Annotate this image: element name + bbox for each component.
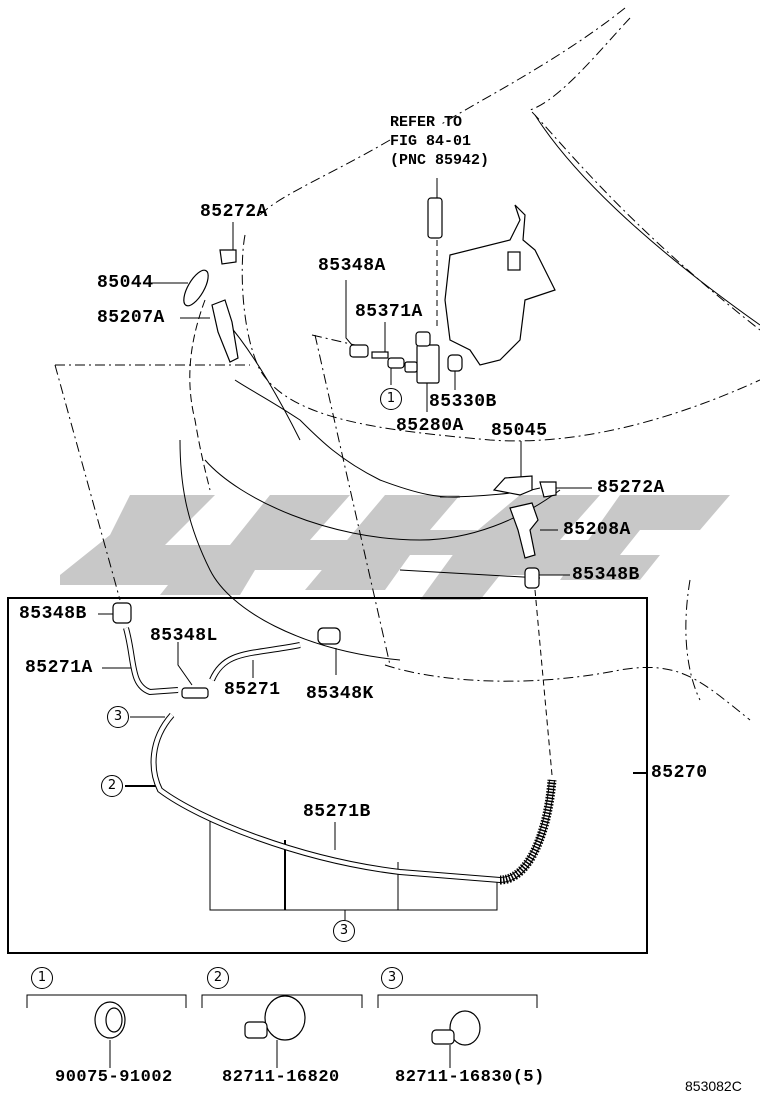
callout-85348L[interactable]: 85348L: [150, 626, 218, 646]
callout-85208A[interactable]: 85208A: [563, 520, 631, 540]
callout-85330B[interactable]: 85330B: [429, 392, 497, 412]
callout-85045[interactable]: 85045: [491, 421, 548, 441]
callout-85348B-right[interactable]: 85348B: [572, 565, 640, 585]
callout-85280A[interactable]: 85280A: [396, 416, 464, 436]
legend-circle-1: 1: [31, 967, 53, 989]
refer-note-line2: FIG 84-01: [390, 133, 472, 150]
legend-part-1[interactable]: 90075-91002: [55, 1068, 173, 1087]
ref-circle-3-bottom: 3: [333, 920, 355, 942]
legend-part-3[interactable]: 82711-16830(5): [395, 1068, 545, 1087]
callout-85271A[interactable]: 85271A: [25, 658, 93, 678]
legend-circle-2: 2: [207, 967, 229, 989]
callout-85271[interactable]: 85271: [224, 680, 281, 700]
refer-note-line3: (PNC 85942): [390, 152, 490, 169]
callout-85207A[interactable]: 85207A: [97, 308, 165, 328]
callout-85371A[interactable]: 85371A: [355, 302, 423, 322]
assembly-box: [7, 597, 648, 954]
ref-circle-3-top: 3: [107, 706, 129, 728]
legend-circle-3: 3: [381, 967, 403, 989]
callout-85348B-box[interactable]: 85348B: [19, 604, 87, 624]
callout-85044[interactable]: 85044: [97, 273, 154, 293]
callout-85272A-right[interactable]: 85272A: [597, 478, 665, 498]
callout-85270[interactable]: 85270: [651, 763, 708, 783]
refer-note-line1: REFER TO: [390, 114, 463, 131]
callout-85271B[interactable]: 85271B: [303, 802, 371, 822]
figure-code: 853082C: [685, 1078, 742, 1094]
ref-circle-1: 1: [380, 388, 402, 410]
ref-circle-2: 2: [101, 775, 123, 797]
callout-85272A-top[interactable]: 85272A: [200, 202, 268, 222]
callout-85348K[interactable]: 85348K: [306, 684, 374, 704]
legend-part-2[interactable]: 82711-16820: [222, 1068, 340, 1087]
callout-85348A[interactable]: 85348A: [318, 256, 386, 276]
